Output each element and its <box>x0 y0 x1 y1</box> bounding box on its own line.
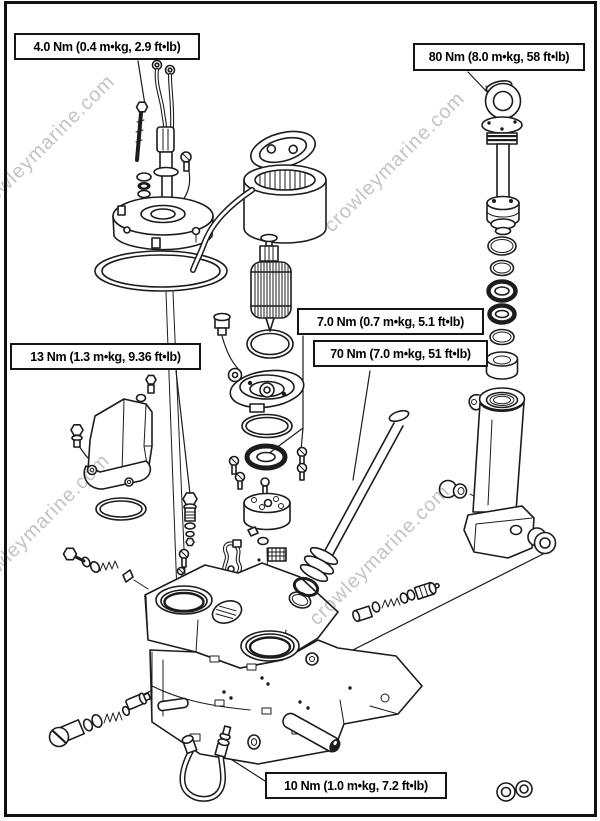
cylinder-pin <box>282 712 341 753</box>
trim-sender-assembly <box>94 59 228 292</box>
tilt-cylinder-assembly <box>438 80 557 802</box>
motor-armature <box>246 233 294 359</box>
upper-housing <box>144 562 339 671</box>
trim-valve-cluster <box>352 581 440 623</box>
oil-seal <box>244 443 288 471</box>
motor-stator-assembly <box>190 130 327 273</box>
torque-label-10nm: 10 Nm (1.0 m•kg, 7.2 ft•lb) <box>265 772 447 799</box>
check-valve-parts <box>62 547 134 583</box>
shuttle-valve <box>213 312 231 336</box>
fluid-hose <box>179 725 232 802</box>
pump-bracket <box>227 367 305 413</box>
pump-screws <box>228 446 308 490</box>
manual-release-valve <box>48 692 152 748</box>
pump-bracket-oring <box>241 413 293 439</box>
relief-valve-column <box>178 492 198 568</box>
torque-label-70nm: 70 Nm (7.0 m•kg, 51 ft•lb) <box>313 340 488 367</box>
torque-label-7nm: 7.0 Nm (0.7 m•kg, 5.1 ft•lb) <box>297 308 484 335</box>
torque-label-13nm: 13 Nm (1.3 m•kg, 9.36 ft•lb) <box>10 343 201 370</box>
trim-piston-rod <box>288 409 410 609</box>
torque-label-80nm: 80 Nm (8.0 m•kg, 58 ft•lb) <box>413 43 585 71</box>
oil-reservoir <box>70 374 157 521</box>
torque-label-4nm: 4.0 Nm (0.4 m•kg, 2.9 ft•lb) <box>14 33 200 60</box>
gear-pump <box>243 477 291 562</box>
